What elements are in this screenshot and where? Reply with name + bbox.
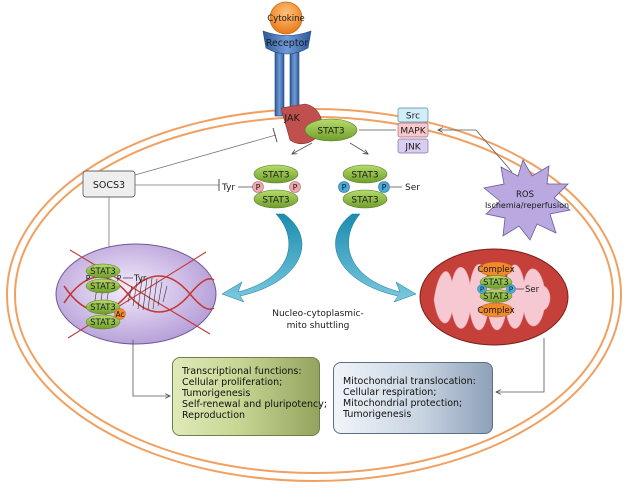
stat3-central <box>304 118 358 142</box>
stat3-dimer-tyr <box>253 164 299 209</box>
kinase-src-label: Src <box>406 112 420 122</box>
kinase-jnk-label: JNK <box>404 143 421 153</box>
tyr-label: Tyr <box>221 183 235 193</box>
ros-star <box>483 158 571 241</box>
mito-phospho-right <box>506 284 516 294</box>
nucleus-stat3-3: STAT3 <box>90 303 116 313</box>
tyr-phospho-left-label: P <box>256 183 261 192</box>
stat3-to-tyr-dimer-arrow <box>292 142 313 154</box>
tyr-phospho-right-label: P <box>293 183 298 192</box>
kinase-mapk <box>397 122 429 138</box>
ser-phospho-right-label: P <box>382 183 387 192</box>
mito-stat3-dimer <box>479 275 513 303</box>
mitochondrial-line-4: Tumorigenesis <box>343 409 412 420</box>
nucleus-p-left: P <box>86 274 91 283</box>
complex-bottom-label: Complex <box>477 306 514 316</box>
nucleus-stat3-2: STAT3 <box>90 282 116 292</box>
nucleus <box>55 243 217 345</box>
nucleus-p-right: P <box>117 274 122 283</box>
mito-ser-label: Ser <box>525 285 540 295</box>
tyr-phospho-right <box>289 181 301 193</box>
mitochondrial-line-3: Mitochondrial protection; <box>343 398 463 409</box>
jak-label: JAK <box>283 113 300 124</box>
ser-dimer-stat3-bottom: STAT3 <box>351 196 378 206</box>
nucleus-stat3-ac-dimer <box>85 299 121 330</box>
stat3-dimer-ser <box>342 164 388 209</box>
ser-label: Ser <box>405 183 420 193</box>
curved-arrow-to-nucleus <box>221 213 303 303</box>
mito-stat3-top: STAT3 <box>483 278 509 288</box>
kinase-src <box>397 107 429 123</box>
ros-to-kinases-arrow <box>438 130 513 173</box>
mitochondrial-functions-box: Mitochondrial translocation: Cellular re… <box>333 362 493 434</box>
mito-to-function-arrow <box>496 338 545 392</box>
transcriptional-line-1: Transcriptional functions: <box>182 366 302 377</box>
ser-phospho-left <box>338 181 350 193</box>
kinase-mapk-label: MAPK <box>400 127 426 137</box>
mito-phospho-left-label: P <box>480 286 484 294</box>
ser-phospho-left-label: P <box>342 183 347 192</box>
acetyl-label: Ac <box>115 310 124 319</box>
nucleus-stat3-4: STAT3 <box>90 318 116 328</box>
nucleus-to-transcription-arrow <box>132 340 170 396</box>
tyr-dimer-stat3-bottom: STAT3 <box>262 196 289 206</box>
stat3-to-ser-dimer-arrow <box>349 142 368 154</box>
receptor <box>262 30 312 117</box>
transcriptional-line-4: Self-renewal and pluripotency; <box>182 399 328 410</box>
acetyl-mark <box>114 308 126 320</box>
cytokine <box>269 1 303 35</box>
complex-top-label: Complex <box>477 265 514 275</box>
nucleus-stat3-1: STAT3 <box>90 267 116 277</box>
socs3-label: SOCS3 <box>93 180 125 191</box>
ser-dimer-stat3-top: STAT3 <box>351 171 378 181</box>
mitochondrial-line-2: Cellular respiration; <box>343 387 437 398</box>
tyr-dimer-stat3-top: STAT3 <box>262 171 289 181</box>
transcriptional-line-2: Cellular proliferation; <box>182 377 283 388</box>
socs3-inhibit-jak-line <box>134 134 277 176</box>
nucleus-tyr-label: Tyr <box>133 274 147 284</box>
shuttling-label-line2: mito shuttling <box>287 321 350 331</box>
ros-sublabel: Ischemia/reperfusion <box>485 201 569 210</box>
mitochondrial-line-1: Mitochondrial translocation: <box>343 376 476 387</box>
transcriptional-line-3: Tumorigenesis <box>182 388 251 399</box>
curved-arrow-to-mitochondrion <box>335 213 417 303</box>
transcriptional-line-5: Reproduction <box>182 410 246 421</box>
mito-stat3-bottom: STAT3 <box>483 292 509 302</box>
complex-bottom <box>478 302 514 318</box>
socs3-inhibit-jak-bar <box>272 127 278 143</box>
kinase-jnk <box>397 138 429 154</box>
mito-phospho-right-label: P <box>509 286 513 294</box>
ros-label: ROS <box>516 190 534 200</box>
ser-phospho-right <box>378 181 390 193</box>
mito-phospho-left <box>477 284 487 294</box>
shuttling-label-line1: Nucleo-cytoplasmic- <box>272 309 364 319</box>
cytokine-label: Cytokine <box>267 14 304 24</box>
nucleus-stat3-tyr-dimer <box>85 263 121 294</box>
receptor-label: Receptor <box>266 38 309 49</box>
stat3-central-label: STAT3 <box>317 127 344 137</box>
transcriptional-functions-box: Transcriptional functions: Cellular prol… <box>172 357 328 436</box>
